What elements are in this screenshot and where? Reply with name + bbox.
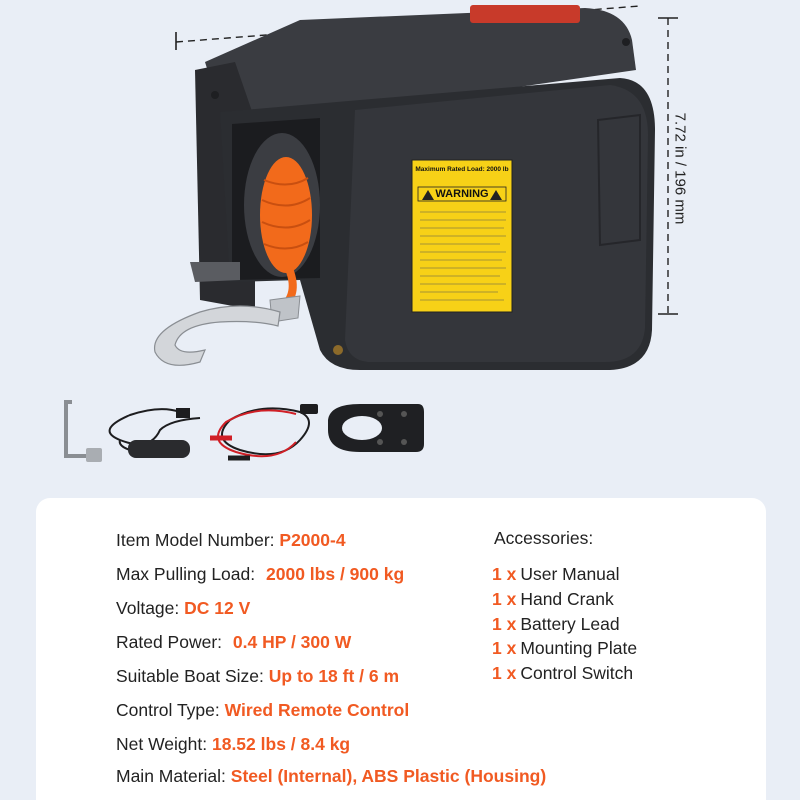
- spec-row-model: Item Model Number: P2000-4: [116, 530, 346, 551]
- spec-label: Voltage:: [116, 598, 180, 618]
- accessories-illustration: [64, 400, 424, 462]
- accessory-qty: 1 x: [492, 564, 517, 584]
- spec-value: 0.4 HP / 300 W: [232, 632, 352, 652]
- spec-row-net-weight: Net Weight: 18.52 lbs / 8.4 kg: [116, 734, 350, 755]
- spec-row-max-load: Max Pulling Load: 2000 lbs / 900 kg: [116, 564, 404, 585]
- accessory-qty: 1 x: [492, 638, 517, 658]
- winch-illustration: [153, 5, 655, 370]
- height-dimension: [658, 17, 678, 315]
- accessory-qty: 1 x: [492, 589, 517, 609]
- mounting-plate-image: [328, 404, 424, 452]
- control-switch-image: [108, 408, 201, 458]
- spec-label: Control Type:: [116, 700, 220, 720]
- accessory-qty: 1 x: [492, 663, 517, 683]
- warning-rated-load: Maximum Rated Load: 2000 lb: [415, 166, 509, 173]
- spec-card: Item Model Number: P2000-4 Max Pulling L…: [36, 498, 766, 800]
- spec-label: Rated Power:: [116, 632, 223, 652]
- spec-value: 18.52 lbs / 8.4 kg: [211, 734, 351, 754]
- accessory-name: Control Switch: [520, 663, 634, 683]
- spec-row-material: Main Material: Steel (Internal), ABS Pla…: [116, 766, 546, 787]
- accessories-title: Accessories:: [494, 528, 594, 548]
- spec-label: Net Weight:: [116, 734, 208, 754]
- accessory-name: User Manual: [520, 564, 620, 584]
- battery-lead-image: [210, 404, 318, 461]
- width-dimension-line: [64, 5, 678, 462]
- accessory-name: Battery Lead: [520, 614, 620, 634]
- accessory-name: Mounting Plate: [520, 638, 638, 658]
- spec-value: Wired Remote Control: [224, 700, 410, 720]
- warning-heading: WARNING: [435, 188, 489, 200]
- spec-row-rated-power: Rated Power: 0.4 HP / 300 W: [116, 632, 351, 653]
- hand-crank-image: [64, 400, 102, 462]
- spec-label: Item Model Number:: [116, 530, 275, 550]
- height-dimension-label: 7.72 in / 196 mm: [671, 112, 689, 225]
- warning-label: [411, 159, 513, 313]
- spec-value: Up to 18 ft / 6 m: [268, 666, 400, 686]
- spec-value: 2000 lbs / 900 kg: [266, 564, 405, 584]
- product-area: 7.72 in / 196 mm Maximum Rated Load: 200…: [64, 5, 689, 462]
- spec-row-control-type: Control Type: Wired Remote Control: [116, 700, 409, 721]
- accessory-name: Hand Crank: [520, 589, 614, 609]
- spec-label: Main Material:: [116, 766, 226, 786]
- spec-label: Max Pulling Load:: [116, 564, 256, 584]
- spec-row-boat-size: Suitable Boat Size: Up to 18 ft / 6 m: [116, 666, 399, 687]
- accessory-qty: 1 x: [492, 614, 517, 634]
- spec-row-voltage: Voltage: DC 12 V: [116, 598, 250, 619]
- spec-value: DC 12 V: [184, 598, 251, 618]
- spec-value: Steel (Internal), ABS Plastic (Housing): [230, 766, 547, 786]
- spec-value: P2000-4: [279, 530, 346, 550]
- spec-label: Suitable Boat Size:: [116, 666, 264, 686]
